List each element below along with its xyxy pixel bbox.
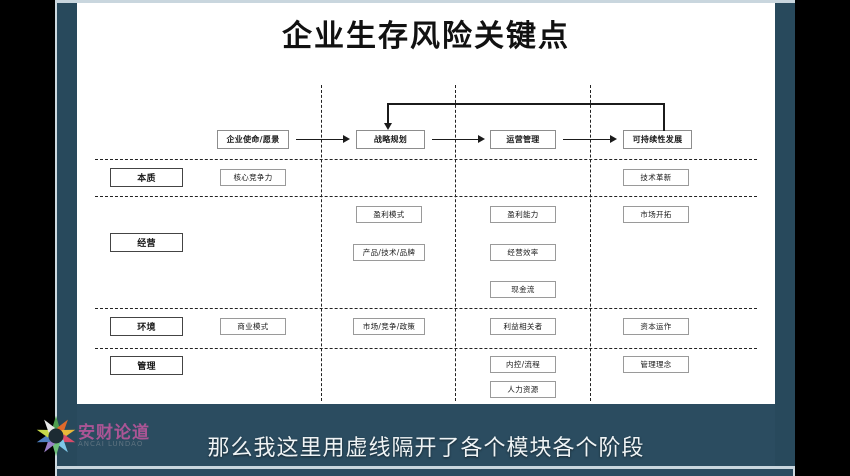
subtitle-caption: 那么我这里用虚线隔开了各个模块各个阶段 <box>207 436 645 461</box>
cell-label: 经营效率 <box>507 248 539 257</box>
risk-framework-diagram: 企业使命/愿景 战略规划 运营管理 可持续性发展 <box>77 79 775 404</box>
cell-profitability[interactable]: 盈利能力 <box>490 206 556 223</box>
frame-bottom-border <box>55 466 795 469</box>
vertical-divider-3 <box>590 85 591 401</box>
feedback-arrow-horizontal <box>387 103 664 105</box>
channel-watermark: 安财论道 ANCAI LUNDAO <box>20 412 170 460</box>
arrowhead-feedback-to-strategy <box>384 123 392 130</box>
cell-profit-model[interactable]: 盈利模式 <box>356 206 422 223</box>
arrow-strategy-to-operations <box>432 139 480 140</box>
slide-right-panel <box>775 3 795 466</box>
cell-label: 资本运作 <box>640 322 672 331</box>
watermark-name: 安财论道 <box>78 423 150 443</box>
frame-top-border <box>55 0 795 3</box>
vertical-divider-1 <box>321 85 322 401</box>
cell-human-resources[interactable]: 人力资源 <box>490 381 556 398</box>
cell-label: 技术革新 <box>640 173 672 182</box>
stage-box-sustainability[interactable]: 可持续性发展 <box>623 130 692 149</box>
row-label: 管理 <box>137 362 156 372</box>
cell-label: 现金流 <box>511 285 535 294</box>
cell-management-philosophy[interactable]: 管理理念 <box>623 356 689 373</box>
horizontal-divider-1 <box>95 159 757 160</box>
cell-operating-efficiency[interactable]: 经营效率 <box>490 244 556 261</box>
feedback-arrow-vertical-left <box>387 103 389 123</box>
cell-market-competition-policy[interactable]: 市场/竞争/政策 <box>353 318 425 335</box>
cell-label: 利益相关者 <box>503 322 543 331</box>
cell-market-expansion[interactable]: 市场开拓 <box>623 206 689 223</box>
arrowhead-operations-to-sustainability <box>610 135 617 143</box>
watermark-subtitle: ANCAI LUNDAO <box>78 440 144 448</box>
cell-label: 产品/技术/品牌 <box>362 248 416 257</box>
slide-left-panel <box>57 3 77 466</box>
stage-box-mission[interactable]: 企业使命/愿景 <box>217 130 289 149</box>
cell-label: 内控/流程 <box>505 360 541 369</box>
cell-label: 市场/竞争/政策 <box>362 322 416 331</box>
stage-label: 可持续性发展 <box>632 135 683 144</box>
cell-business-model[interactable]: 商业模式 <box>220 318 286 335</box>
row-label: 环境 <box>137 323 156 333</box>
arrow-mission-to-strategy <box>296 139 344 140</box>
arrowhead-mission-to-strategy <box>343 135 350 143</box>
row-label-essence[interactable]: 本质 <box>110 168 183 187</box>
cell-label: 管理理念 <box>640 360 672 369</box>
row-label: 经营 <box>137 239 156 249</box>
cell-internal-control-process[interactable]: 内控/流程 <box>490 356 556 373</box>
feedback-arrow-vertical-right <box>663 103 665 131</box>
horizontal-divider-4 <box>95 348 757 349</box>
stage-box-operations[interactable]: 运营管理 <box>490 130 556 149</box>
page-title: 企业生存风险关键点 <box>282 19 570 54</box>
horizontal-divider-3 <box>95 308 757 309</box>
cell-label: 核心竞争力 <box>233 173 273 182</box>
cell-cash-flow[interactable]: 现金流 <box>490 281 556 298</box>
row-label-management[interactable]: 管理 <box>110 356 183 375</box>
cell-core-competence[interactable]: 核心竞争力 <box>220 169 286 186</box>
row-label-operation[interactable]: 经营 <box>110 233 183 252</box>
cell-label: 盈利能力 <box>507 210 539 219</box>
stage-label: 企业使命/愿景 <box>226 135 280 144</box>
stage-label: 战略规划 <box>373 135 408 144</box>
cell-label: 商业模式 <box>237 322 269 331</box>
cell-stakeholders[interactable]: 利益相关者 <box>490 318 556 335</box>
row-label-environment[interactable]: 环境 <box>110 317 183 336</box>
cell-product-tech-brand[interactable]: 产品/技术/品牌 <box>353 244 425 261</box>
cell-label: 市场开拓 <box>640 210 672 219</box>
row-label: 本质 <box>137 174 156 184</box>
cell-label: 盈利模式 <box>373 210 405 219</box>
vertical-divider-2 <box>455 85 456 401</box>
cell-tech-innovation[interactable]: 技术革新 <box>623 169 689 186</box>
stage-box-strategy[interactable]: 战略规划 <box>356 130 425 149</box>
presentation-slide: 企业生存风险关键点 企业使命/愿景 战略规划 运营管理 可持续性发展 <box>77 3 775 404</box>
arrow-operations-to-sustainability <box>563 139 611 140</box>
starburst-logo-icon <box>36 415 76 457</box>
cell-capital-operation[interactable]: 资本运作 <box>623 318 689 335</box>
arrowhead-strategy-to-operations <box>478 135 485 143</box>
stage-label: 运营管理 <box>506 135 540 144</box>
cell-label: 人力资源 <box>507 385 539 394</box>
horizontal-divider-2 <box>95 196 757 197</box>
